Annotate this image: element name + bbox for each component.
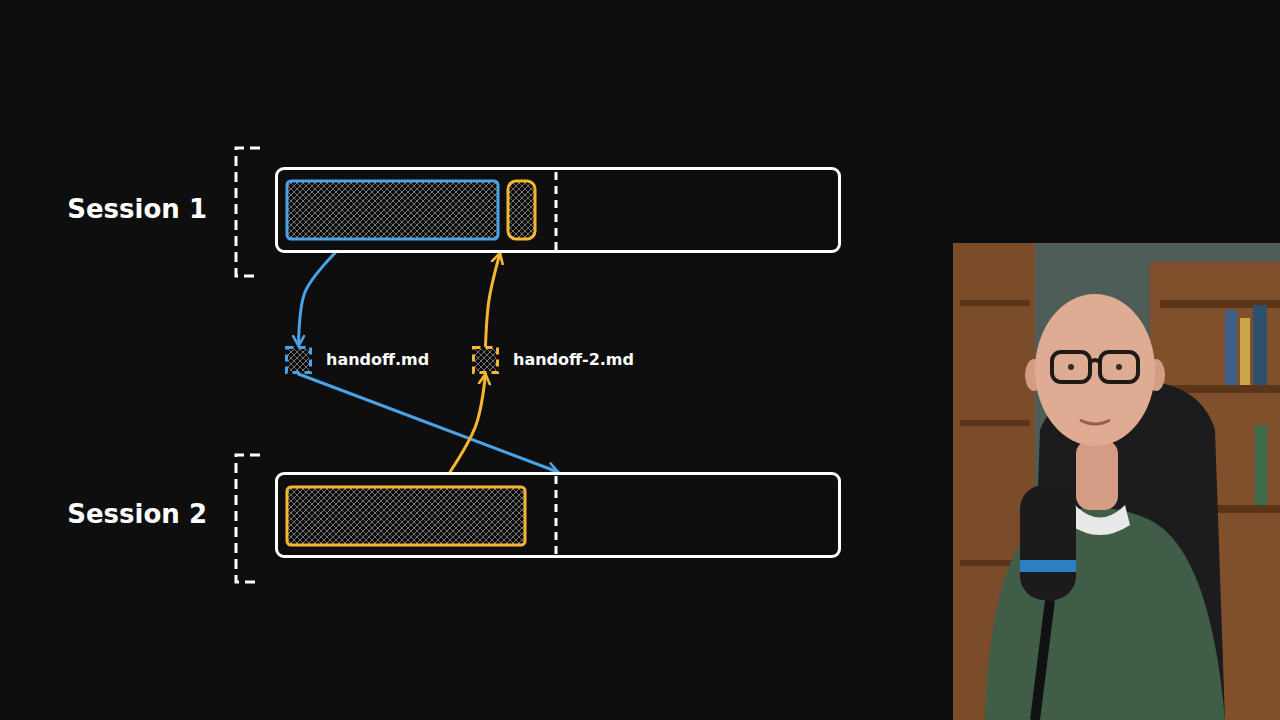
- webcam-frame: [1020, 560, 1076, 572]
- handoff-arrow: [299, 253, 336, 346]
- file-icon-shape: [472, 346, 499, 374]
- context-block: [508, 181, 535, 239]
- webcam-frame: [1240, 318, 1250, 385]
- session-label: Session 2: [67, 499, 207, 530]
- file-icon-outline: [474, 348, 498, 373]
- webcam-frame: [1253, 305, 1267, 385]
- context-block: [287, 181, 535, 545]
- session-bracket: [236, 148, 260, 276]
- webcam-frame: [1100, 352, 1138, 382]
- file-name: handoff.md: [326, 350, 429, 369]
- file-icon-fill: [288, 349, 309, 371]
- session-bar: Session 1: [275, 167, 841, 253]
- webcam-frame: [953, 243, 1280, 720]
- handoff-arrow: [299, 374, 559, 472]
- session-bracket: [236, 148, 260, 582]
- webcam-frame: [1080, 420, 1110, 424]
- file-icon-outline: [287, 348, 311, 373]
- session-label: Session 1: [67, 194, 207, 225]
- webcam-frame: [1090, 360, 1100, 362]
- handoff-arrow: [450, 374, 486, 472]
- webcam-frame: [1076, 440, 1118, 510]
- file-icon-fill: [475, 349, 496, 371]
- webcam-frame: [1068, 364, 1074, 370]
- webcam-frame: [960, 420, 1030, 426]
- file-icon: handoff-2.md: [472, 346, 499, 374]
- file-icon: handoff.md: [285, 346, 312, 374]
- context-block: [287, 181, 498, 239]
- webcam-frame: [953, 243, 1280, 720]
- webcam-frame: [1255, 425, 1267, 505]
- webcam-frame: [1035, 600, 1050, 720]
- handoff-arrow: [486, 253, 501, 346]
- file-icon-shape: [285, 346, 312, 374]
- session-bar: Session 2: [275, 472, 841, 558]
- webcam-frame: [1052, 352, 1090, 382]
- webcam-frame: [960, 300, 1030, 306]
- webcam-frame: [1035, 294, 1155, 446]
- webcam-frame: [1020, 485, 1076, 600]
- context-limit-line: [555, 476, 558, 556]
- webcam-frame: [1116, 364, 1122, 370]
- context-block: [287, 487, 525, 545]
- context-limit-line: [555, 172, 558, 250]
- session-bracket: [236, 455, 260, 582]
- file-name: handoff-2.md: [513, 350, 634, 369]
- webcam-frame: [1225, 310, 1237, 385]
- webcam-frame: [1052, 352, 1138, 382]
